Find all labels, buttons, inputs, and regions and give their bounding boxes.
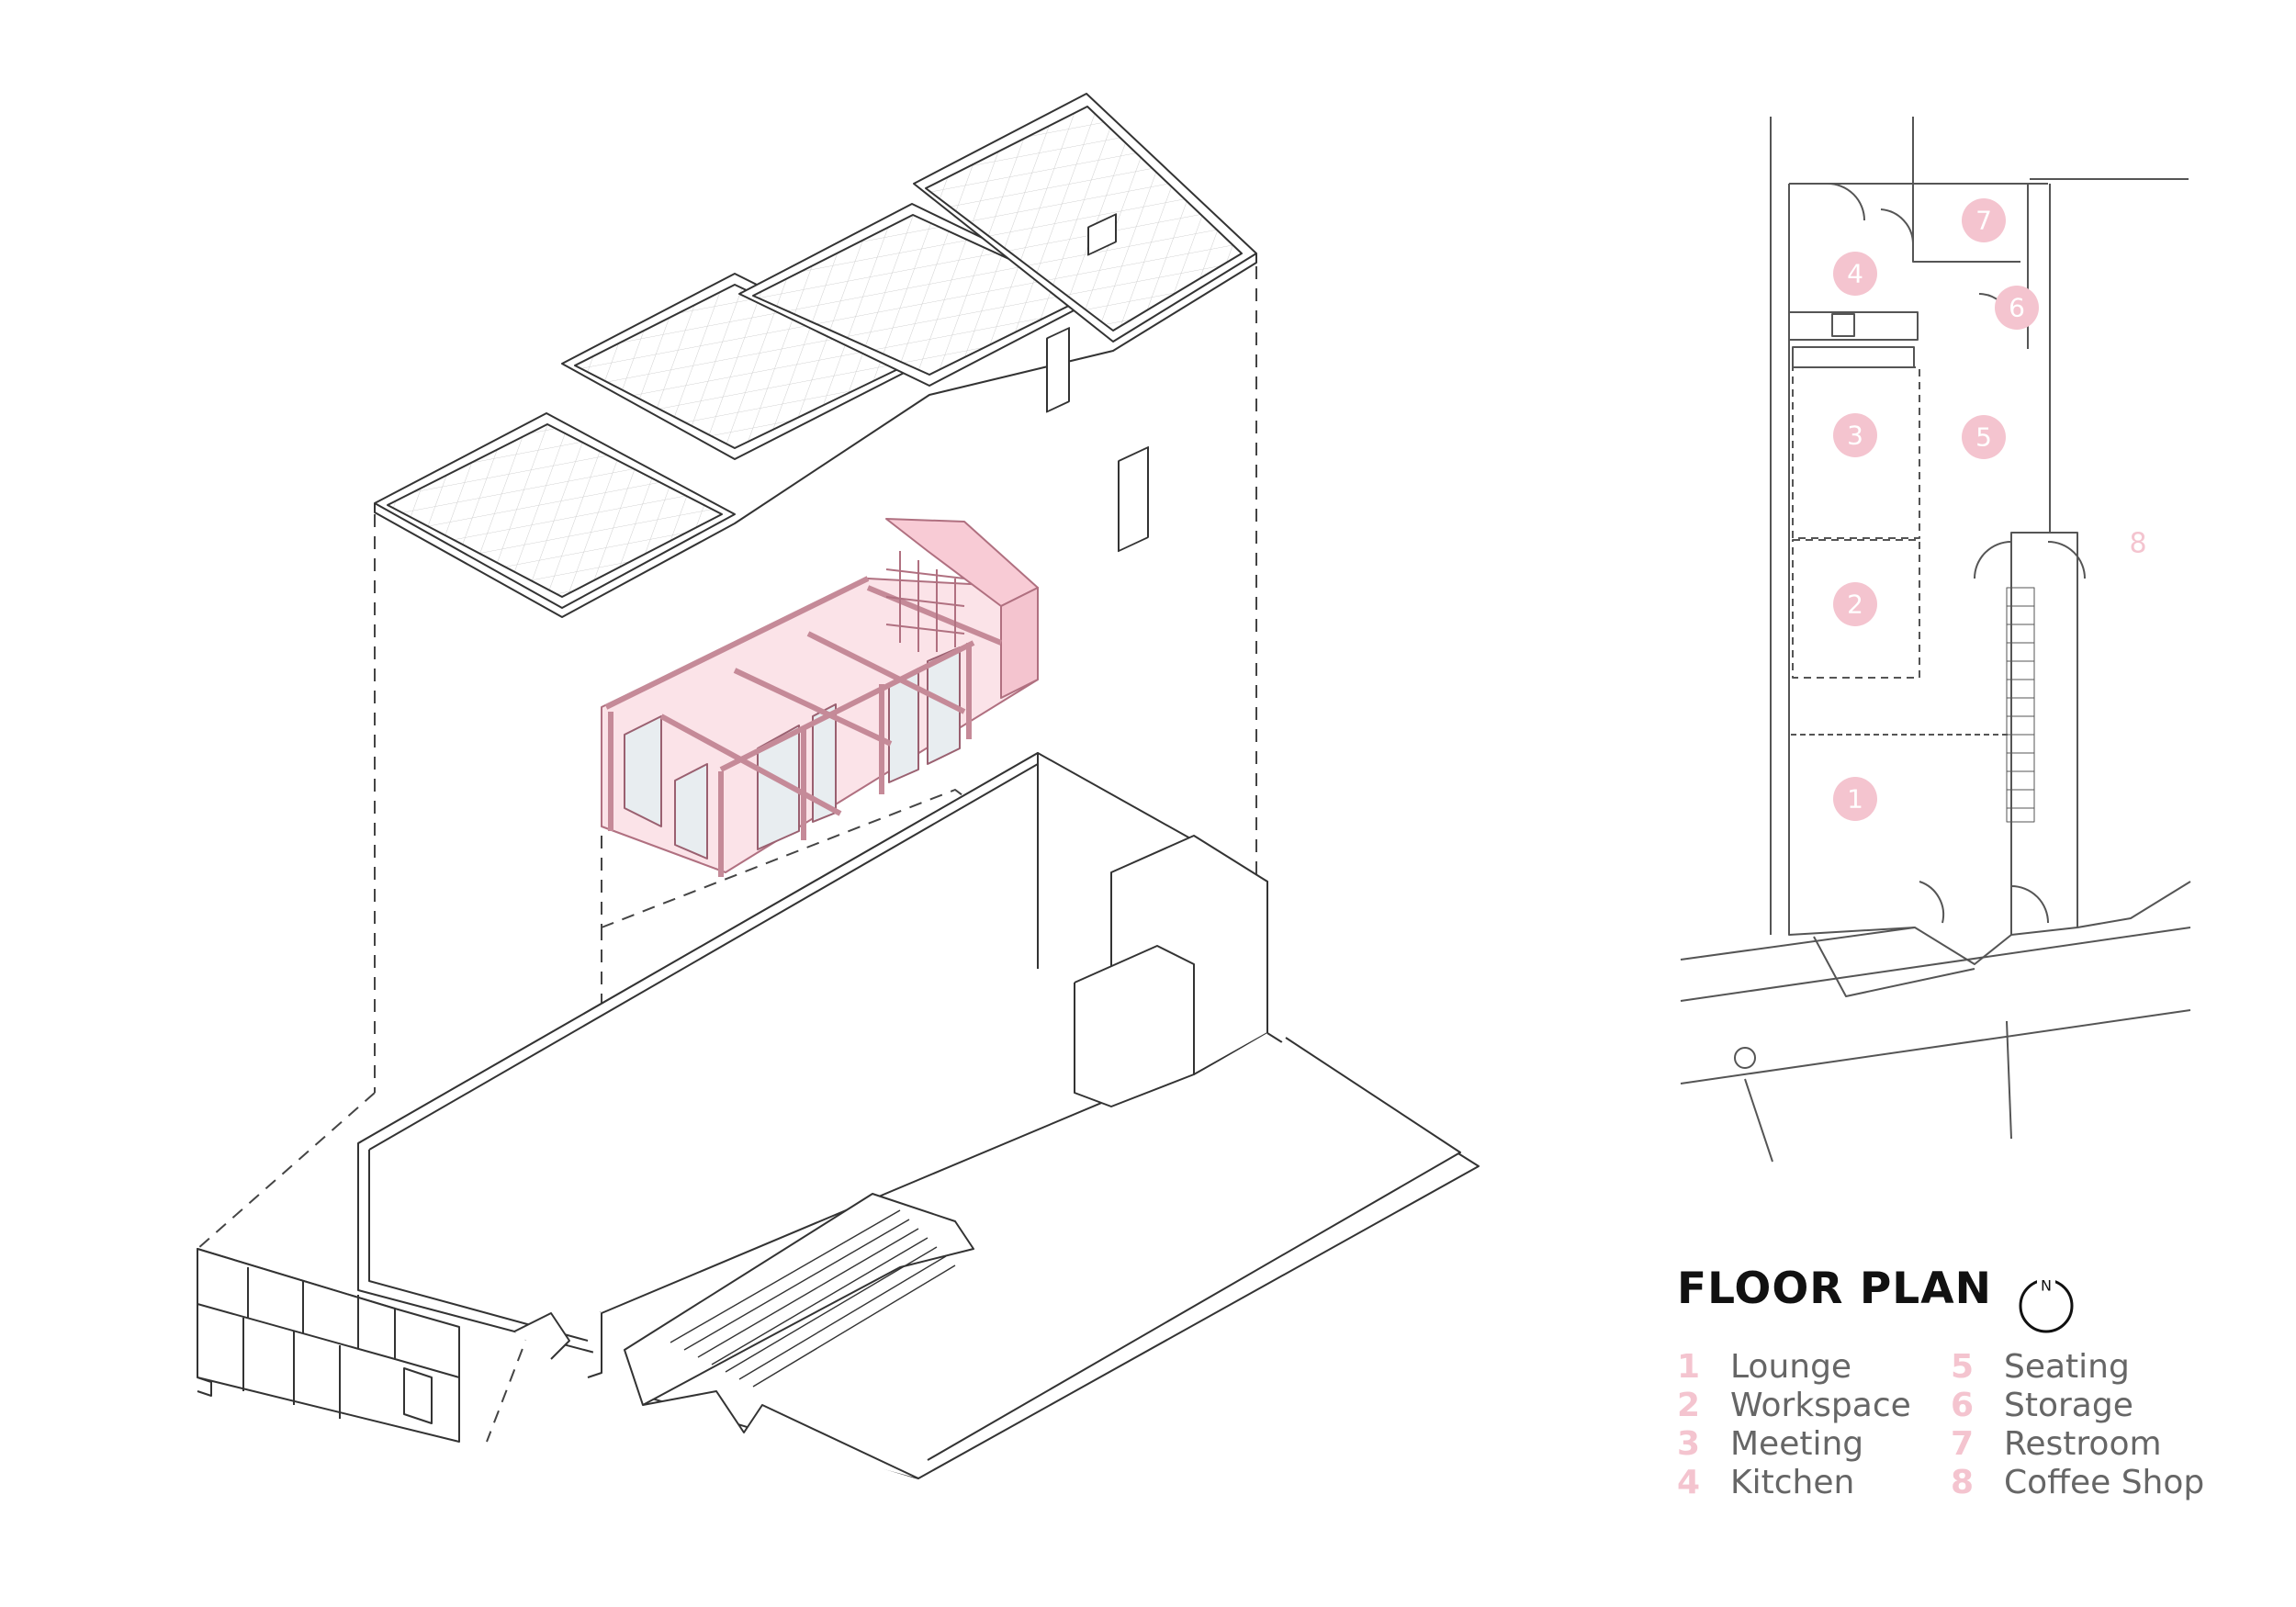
plan-marker-6: 6 [1995,286,2039,330]
building-shell [357,213,1480,1479]
svg-text:N: N [2041,1277,2052,1295]
plan-marker-3: 3 [1833,413,1877,457]
stairs [2006,587,2035,823]
meeting-pod-module [601,518,1039,877]
svg-text:8: 8 [2129,528,2146,560]
plan-marker-7: 7 [1962,198,2006,242]
svg-text:4: 4 [1847,259,1863,289]
storefront-facade [197,1248,460,1443]
plan-marker-5: 5 [1962,415,2006,459]
plan-marker-8: 8 [2129,528,2146,560]
svg-text:5: 5 [1975,422,1992,453]
legend-title: FLOOR PLAN [1677,1264,1992,1314]
svg-text:6: 6 [2009,293,2025,323]
svg-text:2: 2 [1847,590,1863,620]
axonometric-drawing [197,93,1480,1479]
north-arrow-icon: N [2019,1276,2074,1333]
solar-panels [374,93,1257,618]
plan-marker-2: 2 [1833,582,1877,626]
svg-text:7: 7 [1975,206,1992,236]
svg-text:1: 1 [1847,784,1863,815]
svg-text:3: 3 [1847,421,1863,451]
door-swing [1827,183,1865,221]
kitchen-counter [1788,311,1919,341]
sink-icon [1831,313,1855,337]
plan-markers: 1 2 3 4 5 6 7 8 [1833,198,2147,821]
plan-marker-1: 1 [1833,777,1877,821]
plan-marker-4: 4 [1833,252,1877,296]
